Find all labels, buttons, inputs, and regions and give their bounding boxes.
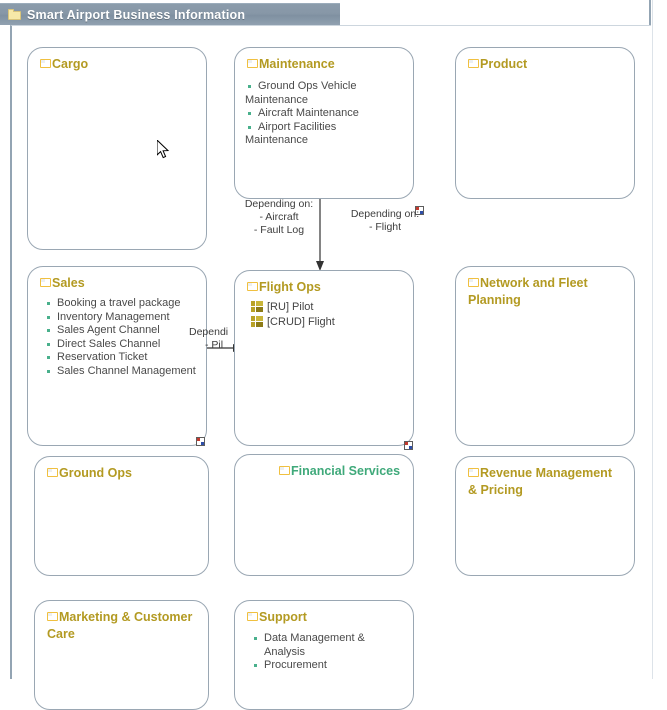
package-title: Flight Ops [247, 279, 403, 296]
table-grid-icon [251, 301, 263, 313]
package-title-text: Marketing & Customer Care [47, 610, 193, 641]
package-product[interactable]: Product [455, 47, 635, 199]
package-sales[interactable]: Sales Booking a travel package Inventory… [27, 266, 207, 446]
connector-label-line: - Flight [368, 221, 402, 233]
package-title: Cargo [40, 56, 196, 73]
package-title-text: Flight Ops [259, 280, 321, 294]
package-icon [47, 611, 58, 622]
window-title-bar: Smart Airport Business Information [0, 3, 340, 25]
package-body: Booking a travel package Inventory Manag… [44, 297, 200, 378]
package-icon [247, 58, 258, 69]
interface-list: [RU] Pilot [CRUD] Flight [251, 300, 407, 330]
list-item: [RU] Pilot [251, 300, 407, 315]
package-title: Revenue Management & Pricing [468, 465, 624, 499]
list-item-label: [RU] Pilot [267, 301, 314, 313]
package-title: Financial Services [279, 463, 403, 480]
connector-label-line: - Aircraft [259, 211, 299, 223]
package-title: Support [247, 609, 403, 626]
package-title: Ground Ops [47, 465, 198, 482]
diagram-badge-icon[interactable] [196, 437, 205, 446]
list-item: Inventory Management [44, 311, 200, 325]
package-cargo[interactable]: Cargo [27, 47, 207, 250]
package-icon [468, 467, 479, 478]
list-item: Reservation Ticket [44, 351, 200, 365]
package-title-text: Ground Ops [59, 466, 132, 480]
connector-label-line: Depending on: [350, 208, 420, 220]
connector-label-flight-ops-maintenance: Depending on: - Flight [330, 208, 440, 234]
package-maintenance[interactable]: Maintenance Ground Ops Vehicle Maintenan… [234, 47, 424, 215]
package-title: Sales [40, 275, 196, 292]
connector-label-line: Depending on: [244, 198, 314, 210]
list-item: [CRUD] Flight [251, 315, 407, 330]
package-marketing-and-customer-care[interactable]: Marketing & Customer Care [34, 600, 209, 710]
package-body: [RU] Pilot [CRUD] Flight [251, 300, 407, 330]
package-network-and-fleet-planning[interactable]: Network and Fleet Planning [455, 266, 635, 446]
diagram-canvas[interactable]: Cargo Maintenance Ground Ops Vehicle Mai… [10, 25, 651, 710]
feature-list: Booking a travel package Inventory Manag… [44, 297, 200, 378]
list-item: Sales Agent Channel [44, 324, 200, 338]
package-financial-services[interactable]: Financial Services [234, 454, 414, 576]
package-icon [468, 277, 479, 288]
package-title-text: Cargo [52, 57, 89, 71]
list-item: Procurement [251, 659, 407, 673]
package-title: Maintenance [247, 56, 403, 73]
package-ground-ops[interactable]: Ground Ops [34, 456, 209, 576]
connector-label-line: - Pil [205, 339, 224, 351]
diagram-badge-icon[interactable] [404, 441, 413, 450]
connector-label-maintenance-flight-ops: Depending on: - Aircraft - Fault Log [224, 198, 334, 237]
package-icon [279, 465, 290, 476]
list-item-wrap: Maintenance [245, 93, 308, 106]
package-icon [40, 58, 51, 69]
list-item: Booking a travel package [44, 297, 200, 311]
connector-label-line: Dependi [189, 326, 229, 338]
list-item-wrap: Maintenance [245, 134, 308, 146]
list-item: Ground Ops Vehicle [245, 80, 407, 94]
package-title-text: Support [259, 610, 307, 624]
package-title-text: Sales [52, 276, 85, 290]
package-title-text: Network and Fleet Planning [468, 276, 588, 307]
package-body: Data Management & Analysis Procurement [251, 632, 407, 673]
window-title: Smart Airport Business Information [27, 7, 246, 22]
package-title-text: Revenue Management & Pricing [468, 466, 612, 497]
feature-list: Data Management & Analysis Procurement [251, 632, 407, 673]
package-icon [247, 611, 258, 622]
package-title-text: Maintenance [259, 57, 335, 71]
canvas-right-border-shadow [652, 0, 653, 679]
connector-label-sales-flight-ops: Dependi - Pil [189, 326, 233, 352]
package-title: Marketing & Customer Care [47, 609, 198, 643]
list-item: Sales Channel Management [44, 365, 200, 379]
folder-icon [8, 9, 21, 20]
list-item: Direct Sales Channel [44, 338, 200, 352]
list-item-label: [CRUD] Flight [267, 316, 335, 328]
package-icon [47, 467, 58, 478]
package-title-text: Financial Services [291, 464, 401, 478]
package-revenue-management-and-pricing[interactable]: Revenue Management & Pricing [455, 456, 635, 576]
mouse-cursor [157, 140, 170, 159]
package-body: Ground Ops Vehicle Maintenance Aircraft … [245, 80, 407, 148]
feature-list: Ground Ops Vehicle Maintenance Aircraft … [245, 80, 407, 148]
package-icon [40, 277, 51, 288]
package-title-text: Product [480, 57, 528, 71]
list-item: Data Management & Analysis [251, 632, 407, 659]
diagram-badge-icon[interactable] [415, 206, 424, 215]
table-grid-icon [251, 316, 263, 328]
connector-label-line: - Fault Log [253, 224, 305, 236]
list-item: Aircraft Maintenance [245, 107, 407, 121]
package-flight-ops[interactable]: Flight Ops [RU] Pilot [CRUD] Flight [234, 270, 414, 450]
list-item: Airport Facilities [245, 121, 407, 135]
package-title: Product [468, 56, 624, 73]
package-icon [468, 58, 479, 69]
package-title: Network and Fleet Planning [468, 275, 624, 309]
package-support[interactable]: Support Data Management & Analysis Procu… [234, 600, 414, 710]
package-icon [247, 281, 258, 292]
